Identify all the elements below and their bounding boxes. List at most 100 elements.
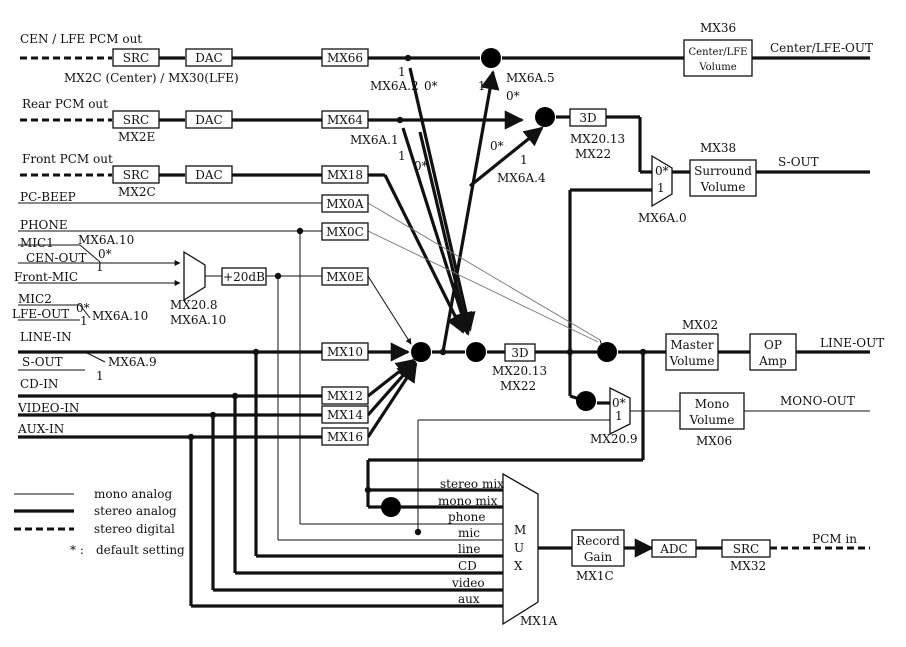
svg-text:Mono: Mono <box>695 397 729 411</box>
src-block-cen: SRC <box>112 48 160 67</box>
svg-text:MX6A.0: MX6A.0 <box>638 211 687 225</box>
cen-lfe-pcm-out-label: CEN / LFE PCM out <box>20 32 142 46</box>
svg-text:0*: 0* <box>490 139 504 153</box>
center-lfe-out-label: Center/LFE-OUT <box>770 41 873 55</box>
svg-text:MX1A: MX1A <box>520 614 557 628</box>
svg-text:MX6A.2: MX6A.2 <box>370 79 419 93</box>
svg-text:MX64: MX64 <box>327 113 363 127</box>
legend-stereo-digital: stereo digital <box>94 522 175 536</box>
mx66-box: MX66 <box>321 48 369 67</box>
svg-text:MX6A.5: MX6A.5 <box>506 71 555 85</box>
mx0c-box: MX0C <box>321 222 369 241</box>
mux-input-stereo-mix: stereo mix <box>440 477 504 491</box>
mono-volume-box: Mono Volume <box>679 392 745 430</box>
mx12-box: MX12 <box>321 386 369 405</box>
svg-text:MX20.13: MX20.13 <box>570 132 625 146</box>
mic-select-mux <box>183 250 206 302</box>
pcm-in-label: PCM in <box>812 532 857 546</box>
svg-text:0*: 0* <box>424 79 438 93</box>
video-in-label: VIDEO-IN <box>17 401 79 415</box>
mux-input-mono-mix: mono mix <box>438 494 498 508</box>
mx10-box: MX10 <box>321 342 369 361</box>
svg-text:MX2C (Center) / MX30(LFE): MX2C (Center) / MX30(LFE) <box>64 71 239 85</box>
3d-block-rear: 3D <box>569 108 607 127</box>
stereo-analog-wires <box>18 56 870 608</box>
3d-block-main: 3D <box>504 343 536 362</box>
svg-text:1: 1 <box>398 149 406 163</box>
svg-text:MX1C: MX1C <box>576 569 614 583</box>
mux-input-phone: phone <box>448 510 485 524</box>
pc-beep-label: PC-BEEP <box>20 190 76 204</box>
svg-text:DAC: DAC <box>195 113 222 127</box>
svg-text:DAC: DAC <box>195 168 222 182</box>
svg-text:MX22: MX22 <box>575 147 611 161</box>
mixer-icon <box>597 342 617 362</box>
svg-text:MX12: MX12 <box>327 389 363 403</box>
mux-input-video: video <box>451 576 485 590</box>
svg-text:3D: 3D <box>579 111 596 125</box>
svg-text:MX6A.1: MX6A.1 <box>350 133 399 147</box>
svg-text:U: U <box>514 541 524 555</box>
mixer-icon <box>535 107 555 127</box>
svg-text:Surround: Surround <box>694 164 752 178</box>
svg-text:MX02: MX02 <box>682 318 718 332</box>
svg-text:0*: 0* <box>506 89 520 103</box>
svg-text:MX0A: MX0A <box>326 197 363 211</box>
svg-text:SRC: SRC <box>123 168 149 182</box>
svg-text:SRC: SRC <box>733 542 759 556</box>
svg-text:MX6A.10: MX6A.10 <box>170 313 226 327</box>
surround-volume-box: Surround Volume <box>689 159 757 197</box>
svg-text:MX06: MX06 <box>696 434 732 448</box>
mixer-icon <box>381 497 401 517</box>
mux-input-aux: aux <box>458 592 480 606</box>
svg-text:MX18: MX18 <box>327 168 363 182</box>
legend-mono-analog: mono analog <box>94 487 172 501</box>
line-in-label: LINE-IN <box>20 330 72 344</box>
mx64-box: MX64 <box>321 110 369 129</box>
src-block-record: SRC <box>721 539 771 558</box>
front-mic-label: Front-MIC <box>14 270 78 284</box>
svg-text:MX36: MX36 <box>700 21 736 35</box>
svg-text:MX2E: MX2E <box>118 130 155 144</box>
legend-stereo-analog: stereo analog <box>94 504 177 518</box>
svg-text:MX10: MX10 <box>327 345 363 359</box>
svg-text:X: X <box>514 559 523 573</box>
svg-text:MX32: MX32 <box>730 559 766 573</box>
s-out-input-label: S-OUT <box>22 355 63 369</box>
mx0e-box: MX0E <box>321 267 369 286</box>
legend-default-setting: default setting <box>96 543 185 557</box>
svg-text:0*: 0* <box>98 247 112 261</box>
svg-text:MX14: MX14 <box>327 408 363 422</box>
mixer-icon <box>466 342 486 362</box>
adc-box: ADC <box>651 539 697 558</box>
svg-text:1: 1 <box>96 260 104 274</box>
svg-text:1: 1 <box>615 409 623 423</box>
svg-text:MX38: MX38 <box>700 141 736 155</box>
mono-analog-wires <box>18 202 870 541</box>
phone-label: PHONE <box>20 218 68 232</box>
svg-text:1: 1 <box>478 79 486 93</box>
src-block-front: SRC <box>112 165 160 184</box>
svg-text:1: 1 <box>96 369 104 383</box>
cen-out-label: CEN-OUT <box>26 251 86 265</box>
rear-pcm-out-label: Rear PCM out <box>22 97 108 111</box>
mono-out-label: MONO-OUT <box>780 394 855 408</box>
svg-text:Volume: Volume <box>689 413 735 427</box>
svg-text:MX2C: MX2C <box>118 185 156 199</box>
mux-input-mic: mic <box>458 526 480 540</box>
mixer-icon <box>481 48 501 68</box>
svg-text:* :: * : <box>70 543 84 557</box>
svg-text:MX6A.4: MX6A.4 <box>497 171 546 185</box>
op-amp-box: OP Amp <box>749 333 797 371</box>
svg-text:1: 1 <box>657 181 665 195</box>
lfe-out-label: LFE-OUT <box>12 307 69 321</box>
mx16-box: MX16 <box>321 427 369 446</box>
dac-block-cen: DAC <box>185 48 233 67</box>
svg-text:Gain: Gain <box>584 550 613 564</box>
mic2-label: MIC2 <box>18 292 52 306</box>
svg-text:Amp: Amp <box>758 354 787 368</box>
svg-text:M: M <box>514 523 526 537</box>
line-out-label: LINE-OUT <box>820 336 884 350</box>
signal-labels: CEN / LFE PCM out Rear PCM out Front PCM… <box>12 21 884 628</box>
svg-text:MX66: MX66 <box>327 51 363 65</box>
